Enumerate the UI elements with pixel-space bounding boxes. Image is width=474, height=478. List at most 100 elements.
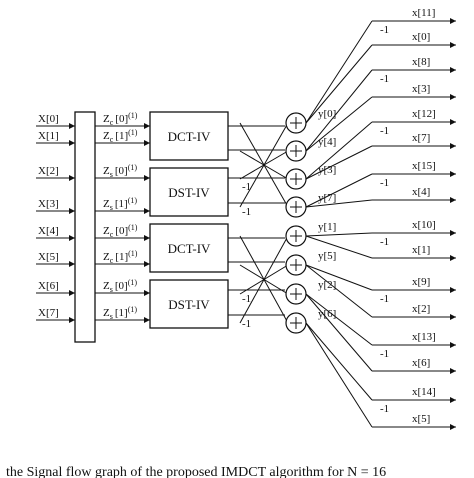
output-fan-wire [305, 173, 373, 208]
input-label: X[1] [38, 130, 59, 142]
output-label: x[2] [412, 303, 430, 315]
input-arrow [69, 261, 75, 267]
output-fan-wire [305, 235, 373, 259]
permuted-wires [95, 123, 150, 323]
input-arrow [69, 140, 75, 146]
z-labels: Zc[0](1)Zc[1](1)Zs[0](1)Zs[1](1)Zc[0](1)… [103, 111, 138, 321]
transform-block [149, 111, 229, 161]
z-label: Zs[1](1) [103, 305, 137, 321]
output-gain-label: -1 [380, 73, 389, 85]
z-label: Zs[1](1) [103, 196, 137, 212]
transform-block [149, 167, 229, 217]
output-arrow [450, 119, 456, 125]
y-label: y[3] [318, 164, 336, 176]
z-label: Zs[0](1) [103, 278, 137, 294]
output-arrow [450, 94, 456, 100]
output-gain-label: -1 [380, 177, 389, 189]
output-arrow [450, 230, 456, 236]
output-label: x[8] [412, 56, 430, 68]
butterfly-cross [239, 150, 289, 180]
output-arrow [450, 314, 456, 320]
output-labels: x[11]-1x[0]x[8]-1x[3]x[12]-1x[7]x[15]-1x… [380, 7, 436, 425]
output-label: x[13] [412, 331, 436, 343]
input-wires [36, 123, 75, 323]
z-label: Zc[1](1) [103, 249, 138, 265]
output-label: x[10] [412, 219, 436, 231]
output-fan-wire [305, 232, 373, 237]
output-label: x[5] [412, 413, 430, 425]
y-label: y[1] [318, 221, 336, 233]
z-arrow [144, 290, 150, 296]
figure-caption: the Signal flow graph of the proposed IM… [6, 465, 386, 478]
output-fan-wire [305, 322, 373, 401]
output-gain-label: -1 [380, 403, 389, 415]
y-label: y[6] [318, 308, 336, 320]
z-label: Zs[0](1) [103, 163, 137, 179]
output-gain-label: -1 [380, 24, 389, 36]
output-fan-wire [305, 44, 373, 124]
y-label: y[7] [318, 192, 336, 204]
output-label: x[1] [412, 244, 430, 256]
z-arrow [144, 235, 150, 241]
y-label: y[2] [318, 279, 336, 291]
output-fan-wire [305, 96, 373, 152]
output-fan-wire [305, 199, 373, 208]
input-arrow [69, 317, 75, 323]
input-label: X[5] [38, 251, 59, 263]
output-gain-label: -1 [380, 293, 389, 305]
input-label: X[6] [38, 280, 59, 292]
output-fan-wire [305, 264, 373, 318]
input-arrow [69, 123, 75, 129]
cross-gain-label: -1 [242, 293, 251, 305]
output-label: x[12] [412, 108, 436, 120]
input-arrow [69, 290, 75, 296]
output-fan [305, 18, 456, 430]
output-gain-label: -1 [380, 125, 389, 137]
input-labels: X[0] X[1] X[2] X[3] X[4] X[5] X[6] X[7] [38, 113, 59, 319]
input-label: X[4] [38, 225, 59, 237]
output-arrow [450, 18, 456, 24]
output-label: x[4] [412, 186, 430, 198]
transform-block-label: DST-IV [168, 185, 210, 200]
output-fan-wire [305, 293, 373, 372]
output-fan-wire [305, 20, 373, 124]
y-labels: y[0]y[4]y[3]y[7]y[1]y[5]y[2]y[6] [318, 108, 336, 320]
permutation-bar [74, 111, 96, 343]
output-arrow [450, 42, 456, 48]
output-label: x[3] [412, 83, 430, 95]
output-fan-wire [305, 293, 373, 346]
z-arrow [144, 175, 150, 181]
butterfly-network: -1-1-1-1 [228, 122, 289, 330]
output-label: x[14] [412, 386, 436, 398]
input-label: X[3] [38, 198, 59, 210]
cross-gain-label: -1 [242, 206, 251, 218]
input-label: X[2] [38, 165, 59, 177]
z-label: Zc[0](1) [103, 111, 138, 127]
z-arrow [144, 317, 150, 323]
input-label: X[7] [38, 307, 59, 319]
output-gain-label: -1 [380, 348, 389, 360]
output-label: x[6] [412, 357, 430, 369]
output-fan-wire [305, 145, 373, 180]
transform-block [149, 223, 229, 273]
output-gain-label: -1 [380, 236, 389, 248]
output-arrow [450, 143, 456, 149]
butterfly-cross [239, 264, 289, 295]
output-label: x[7] [412, 132, 430, 144]
output-fan-wire [305, 322, 373, 428]
z-arrow [144, 123, 150, 129]
y-label: y[5] [318, 250, 336, 262]
y-label: y[4] [318, 136, 336, 148]
z-arrow [144, 261, 150, 267]
output-arrow [450, 397, 456, 403]
output-arrow [450, 67, 456, 73]
output-label: x[15] [412, 160, 436, 172]
output-fan-wire [305, 69, 373, 152]
cross-gain-label: -1 [242, 318, 251, 330]
output-arrow [450, 368, 456, 374]
output-fan-wire [305, 264, 373, 291]
output-arrow [450, 287, 456, 293]
input-label: X[0] [38, 113, 59, 125]
